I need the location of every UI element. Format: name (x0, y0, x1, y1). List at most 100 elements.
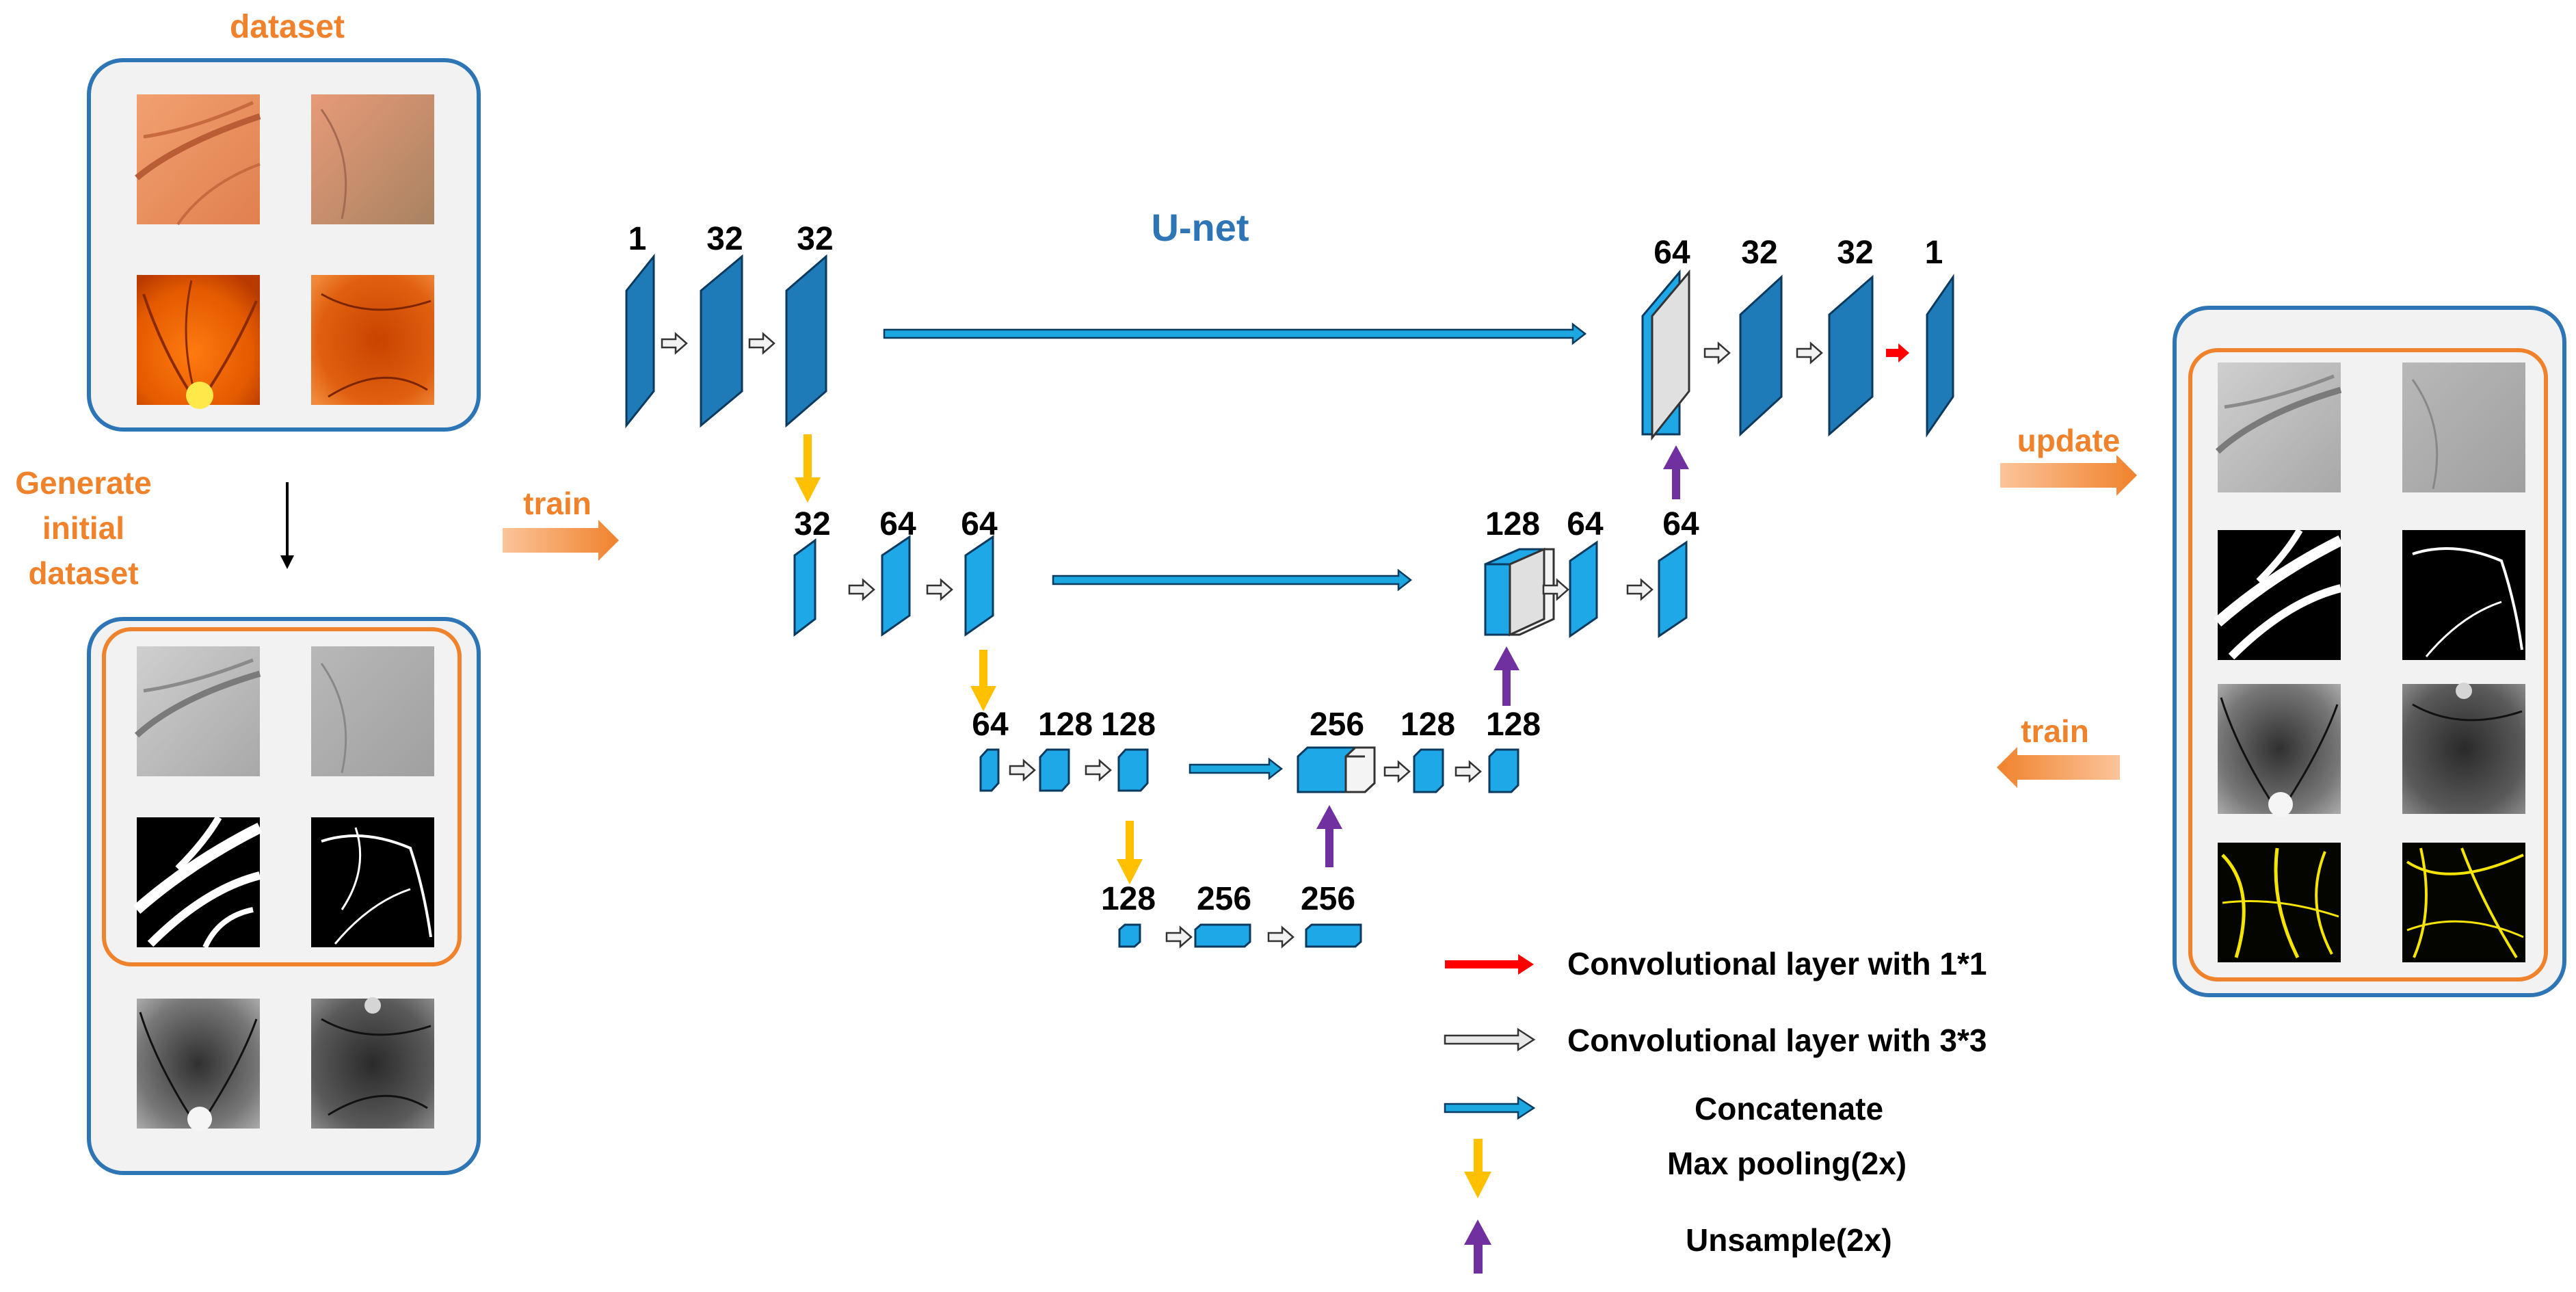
layer-l2-concat-back (1509, 547, 1545, 637)
train-left-arrow (503, 520, 619, 561)
legend: Convolutional layer with 1*1 Convolution… (1444, 946, 1987, 1274)
channel-l3-dec-3: 128 (1486, 707, 1541, 743)
train-right-label: train (2021, 713, 2089, 749)
updated-dataset-panel (2173, 306, 2566, 997)
level3-encoder: 64 128 128 (972, 707, 1156, 792)
generate-label-line3: dataset (28, 555, 138, 591)
layer-l1-out (1926, 274, 1954, 438)
upd-yellow-vessel-image-1 (2218, 843, 2341, 962)
layer-l2-2 (881, 535, 911, 637)
channel-l1-dec-2: 32 (1741, 235, 1777, 271)
legend-text-maxpool: Max pooling(2x) (1667, 1146, 1907, 1181)
upd-yellow-vessel-image-2 (2402, 843, 2525, 962)
upd-gray-fundus-image-2 (2402, 683, 2525, 814)
level2-decoder: 128 64 64 (1484, 506, 1699, 638)
legend-text-upsample: Unsample(2x) (1686, 1222, 1892, 1258)
layer-l2-dec-2 (1658, 540, 1688, 638)
layer-l2-3 (964, 535, 994, 637)
layer-l2-dec-1 (1569, 540, 1598, 638)
purple-up-arrow-icon (1464, 1220, 1491, 1274)
layer-l1-concat (1651, 269, 1690, 441)
train-left-label: train (523, 486, 592, 521)
gray-image-2 (311, 646, 434, 776)
legend-text-conv1x1: Convolutional layer with 1*1 (1567, 946, 1987, 981)
channel-bottom-1: 128 (1101, 881, 1156, 917)
conv3x3-arrows (661, 332, 1823, 949)
channel-l2-dec-2: 64 (1567, 506, 1604, 542)
channel-l3-dec-1: 256 (1310, 707, 1364, 743)
channel-l1-dec-4: 1 (1925, 235, 1943, 271)
train-right-arrow (1997, 747, 2120, 788)
channel-l1-dec-1: 64 (1654, 235, 1690, 271)
channel-l2-enc-2: 64 (879, 506, 916, 542)
channel-l1-enc-1: 1 (628, 221, 647, 257)
channel-l2-enc-3: 64 (961, 506, 998, 542)
legend-item-upsample: Unsample(2x) (1464, 1220, 1892, 1274)
upd-gray-fundus-image-1 (2218, 684, 2341, 817)
layer-l3-2 (1039, 748, 1070, 792)
legend-item-conv3x3: Convolutional layer with 3*3 (1444, 1023, 1987, 1058)
layer-l1-dec-2 (1828, 274, 1874, 437)
unet-title: U-net (1151, 206, 1249, 249)
layer-l3-dec-1 (1413, 748, 1444, 793)
red-arrow-icon (1445, 954, 1534, 975)
layer-l1-1 (625, 253, 655, 429)
initial-dataset-panel (87, 617, 481, 1175)
level1-decoder: 64 32 32 1 (1641, 235, 1954, 441)
layer-l3-1 (979, 748, 1000, 792)
bottom-level: 128 256 256 (1101, 881, 1362, 948)
layer-b-1 (1118, 923, 1141, 948)
generate-label-line1: Generate (15, 465, 151, 501)
fundus-image-4 (311, 275, 434, 405)
upd-gray-image-2 (2402, 362, 2525, 492)
dataset-panel (87, 58, 481, 432)
maxpool-arrows (795, 434, 1143, 884)
channel-bottom-2: 256 (1197, 881, 1251, 917)
legend-item-concat: Concatenate (1444, 1091, 1883, 1126)
layer-b-3 (1305, 923, 1362, 948)
conv1x1-arrow (1886, 343, 1909, 362)
upd-mask-image-1 (2214, 528, 2343, 660)
channel-l1-enc-2: 32 (706, 221, 743, 257)
gray-fundus-image-1 (137, 999, 260, 1131)
layer-l1-3 (785, 254, 827, 428)
upsample-arrows (1316, 445, 1689, 867)
concat-arrows (883, 322, 1587, 780)
legend-text-conv3x3: Convolutional layer with 3*3 (1567, 1023, 1987, 1058)
update-arrow (2000, 455, 2137, 496)
mask-image-1 (133, 815, 263, 949)
blue-arrow-icon (1444, 1096, 1536, 1120)
channel-l1-dec-3: 32 (1837, 235, 1873, 271)
level1-encoder: 1 32 32 (625, 221, 834, 429)
gray-image-1 (134, 646, 261, 776)
yellow-down-arrow-icon (1464, 1139, 1491, 1198)
layer-l1-2 (700, 254, 743, 428)
legend-item-conv1x1: Convolutional layer with 1*1 (1445, 946, 1987, 981)
gray-fundus-image-2 (311, 997, 434, 1129)
channel-l3-enc-3: 128 (1101, 707, 1156, 743)
level2-encoder: 32 64 64 (793, 506, 998, 637)
layer-l2-1 (793, 538, 816, 637)
fundus-image-3 (137, 275, 260, 409)
generate-label-line2: initial (42, 510, 124, 546)
upd-gray-image-1 (2215, 362, 2342, 492)
upd-mask-image-2 (2402, 530, 2525, 660)
layer-l3-dec-2 (1488, 748, 1519, 793)
mask-image-2 (311, 817, 434, 947)
layer-l1-dec-1 (1739, 274, 1783, 437)
update-label: update (2017, 423, 2121, 458)
fundus-image-1 (135, 94, 261, 226)
channel-l2-enc-1: 32 (794, 506, 830, 542)
fundus-image-2 (311, 94, 434, 224)
dataset-label: dataset (230, 9, 345, 45)
legend-item-maxpool: Max pooling(2x) (1464, 1139, 1907, 1198)
channel-l3-dec-2: 128 (1400, 707, 1455, 743)
legend-text-concat: Concatenate (1695, 1091, 1883, 1126)
level3-decoder: 256 128 128 (1297, 707, 1541, 793)
channel-l2-dec-1: 128 (1485, 506, 1540, 542)
layer-b-2 (1194, 923, 1251, 948)
layer-l2-concat-front (1484, 563, 1511, 636)
layer-l3-3 (1117, 748, 1149, 792)
generate-down-arrow (280, 482, 294, 569)
